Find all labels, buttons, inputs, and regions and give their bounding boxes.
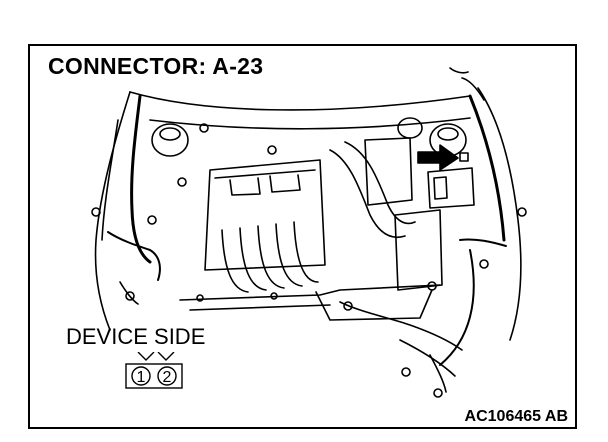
device-side-label: DEVICE SIDE — [66, 324, 206, 349]
pin-2-label: 2 — [163, 369, 172, 386]
diagram-frame — [28, 44, 577, 429]
figure-code: AC106465 AB — [464, 408, 568, 425]
pin-2 — [157, 366, 177, 386]
connector-pin-diagram: 1 2 — [125, 352, 183, 389]
pin-1 — [131, 366, 151, 386]
pin-1-label: 1 — [137, 369, 146, 386]
connector-title: CONNECTOR: A-23 — [48, 53, 264, 79]
